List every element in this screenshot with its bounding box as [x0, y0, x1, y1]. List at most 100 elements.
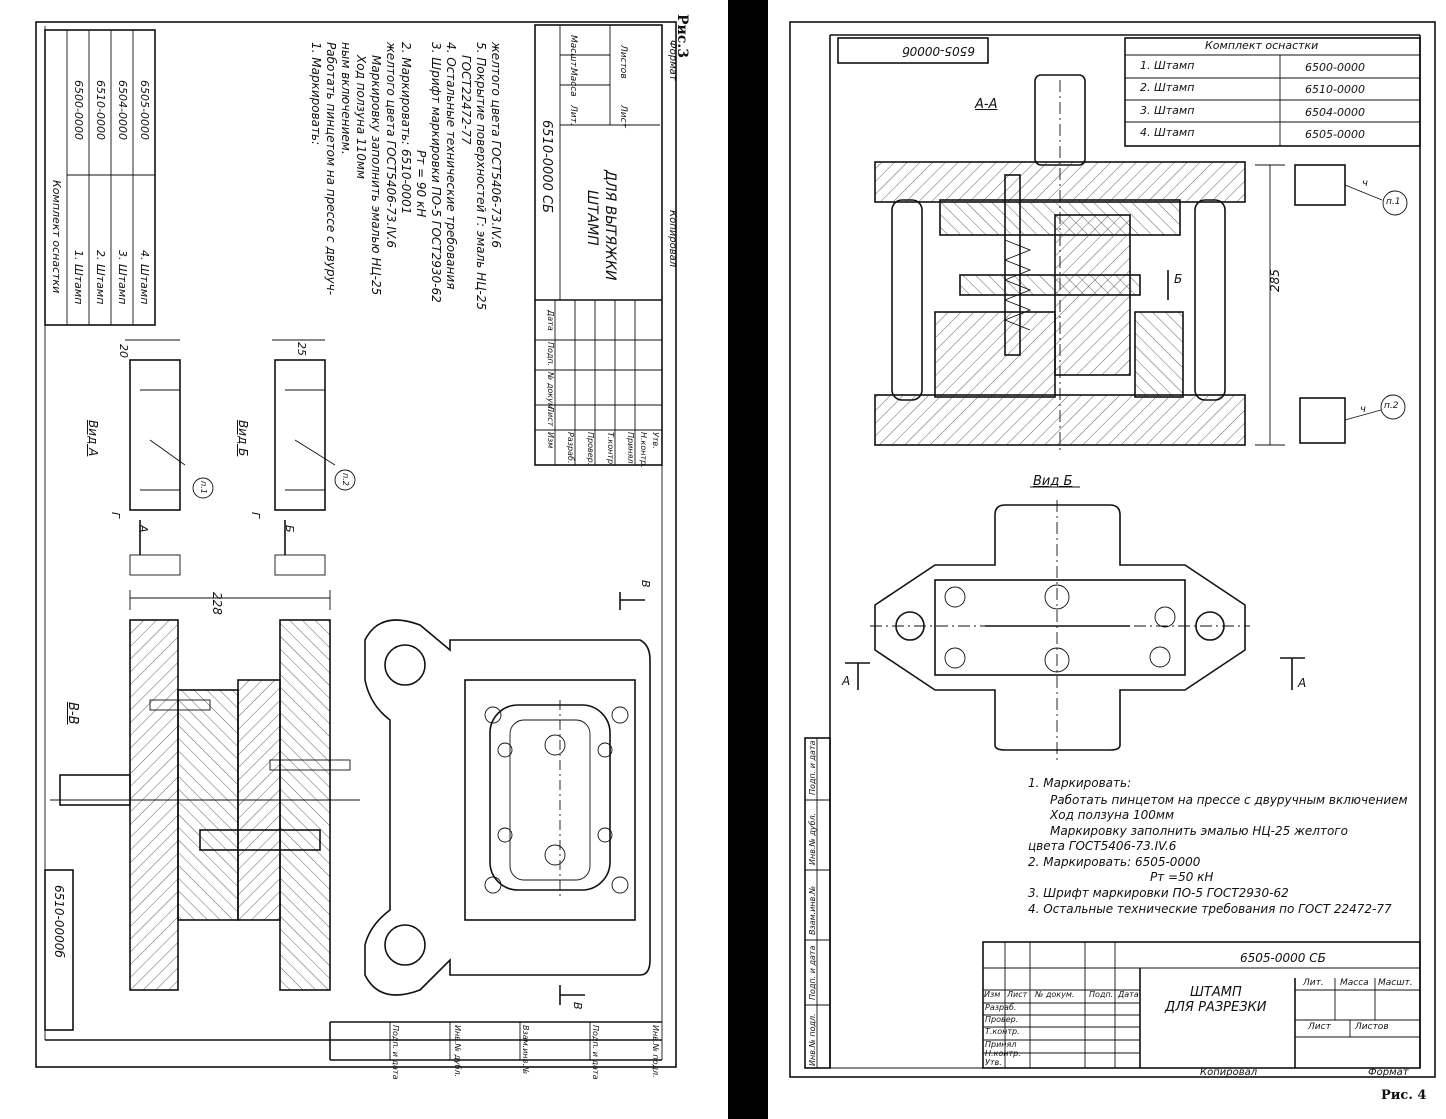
right-side-col-4: Подп. и дата [808, 740, 817, 796]
right-view-b [845, 486, 1305, 760]
left-stamp-row-4: Н.контр. [639, 432, 648, 468]
left-stamp-col-3: Подп. [546, 342, 555, 367]
right-kit-code-3: 6504-0000 [1305, 106, 1365, 119]
left-stamp-row-5: Утв. [651, 432, 660, 449]
left-kit-name-4: 4. Штамп [138, 250, 151, 305]
left-view-a-label: Вид А [86, 420, 100, 457]
right-stamp-col-4: Дата [1118, 990, 1139, 999]
right-kit-code-4: 6505-0000 [1305, 128, 1365, 141]
left-side-col-1: Подп. и дата [591, 1025, 600, 1080]
left-mark-b: Б [283, 525, 296, 533]
right-kit-name-4: 4. Штамп [1140, 126, 1195, 139]
right-stamp-scale: Масшт. [1378, 978, 1413, 988]
right-stamp-row-2: Т.контр. [985, 1027, 1020, 1036]
left-dim-228: 228 [210, 592, 224, 615]
left-stamp-col-2: № докум. [546, 372, 555, 412]
left-stamp-row-0: Разраб. [566, 432, 575, 464]
right-view-b-label: Вид Б [1033, 474, 1073, 489]
left-mark-v-bottom: В [571, 1002, 584, 1010]
left-note-4: Маркировку заполнить эмалью НЦ-25 [369, 55, 383, 296]
right-stamp-row-1: Провер. [985, 1015, 1019, 1024]
right-note-5: 2. Маркировать: 6505-0000 [1028, 855, 1201, 869]
left-side-col-4: Подп. и дата [391, 1025, 400, 1080]
left-stamp-col-4: Дата [546, 310, 555, 331]
left-p2: п.2 [341, 473, 350, 486]
right-kit-name-2: 2. Штамп [1140, 81, 1195, 94]
right-mark-a-left: А [842, 674, 851, 688]
right-stamp-col-0: Изм [984, 990, 1001, 999]
left-note-0: 1. Маркировать: [309, 42, 323, 146]
right-stamp-mass: Масса [1340, 978, 1369, 988]
left-dim-20: 20 [117, 344, 130, 358]
right-kit-code-1: 6500-0000 [1305, 61, 1365, 74]
left-stamp-row-3: Принял [626, 432, 635, 464]
left-title-line2: ДЛЯ ВЫТЯЖКИ [602, 170, 618, 281]
right-figure-label: Рис. 4 [1381, 1088, 1427, 1103]
left-stamp-sheet: Лист [618, 105, 628, 128]
right-stamp-col-2: № докум. [1035, 990, 1075, 999]
left-kit-code-1: 6500-0000 [72, 80, 85, 140]
left-side-col-2: Взам.инв.№ [521, 1025, 530, 1075]
right-note-3: Маркировку заполнить эмалью НЦ-25 желтог… [1050, 824, 1348, 838]
right-note-0: 1. Маркировать: [1028, 776, 1132, 790]
left-kit-name-1: 1. Штамп [72, 250, 85, 305]
left-note-10: ГОСТ22472-77 [459, 55, 473, 145]
left-plan-view [364, 592, 651, 1005]
left-kit-header: Комплект оснастки [50, 180, 63, 294]
left-section-vv [50, 619, 360, 991]
right-stamp-lit: Лит. [1303, 978, 1324, 988]
left-p1: п.1 [199, 481, 208, 494]
right-stamp-row-0: Разраб. [985, 1003, 1017, 1012]
right-tick-1: ч [1362, 178, 1368, 189]
page-spine [728, 0, 768, 1119]
right-side-col-3: Инв.№ дубл. [808, 812, 817, 865]
left-view-b [272, 339, 356, 576]
left-mark-g-b: Г [249, 512, 262, 519]
right-kit-name-3: 3. Штамп [1140, 104, 1195, 117]
right-stamp-row-5: Утв. [985, 1058, 1002, 1067]
right-note-7: 3. Шрифт маркировки ПО-5 ГОСТ2930-62 [1028, 886, 1289, 900]
left-stamp-mass: Масса [568, 68, 578, 97]
right-doc-number: 6505-0000 СБ [1240, 951, 1326, 965]
right-section-aa [874, 74, 1408, 450]
right-kit-code-2: 6510-0000 [1305, 83, 1365, 96]
left-mark-a: А [137, 525, 150, 533]
left-side-col-3: Инв.№ дубл. [453, 1025, 462, 1078]
left-stamp-col-0: Изм [546, 432, 555, 449]
right-stamp-col-1: Лист [1007, 990, 1028, 999]
left-note-5: желтого цвета ГОСТ5406-73.IV.6 [384, 42, 398, 249]
left-kit-code-4: 6505-0000 [138, 80, 151, 140]
right-title-line2: ДЛЯ РАЗРЕЗКИ [1165, 1000, 1267, 1015]
right-side-col-2: Взам.инв.№ [808, 885, 817, 935]
right-note-6: Pт =50 кН [1150, 870, 1214, 884]
left-stamp-doc-number: 6510-0000б [52, 885, 66, 958]
left-stamp-row-2: Т.контр. [606, 432, 615, 467]
left-format: Формат [667, 40, 678, 81]
left-kit-table [44, 29, 156, 326]
left-note-11: 5. Покрытие поверхностей Г: эмаль НЦ-25 [474, 42, 488, 311]
right-section-aa-label: А-А [975, 97, 998, 112]
right-mark-b: Б [1174, 272, 1183, 286]
right-title-block [982, 941, 1421, 1069]
right-stamp-row-3: Принял [985, 1040, 1017, 1049]
right-stamp-row-4: Н.контр. [985, 1049, 1021, 1058]
left-note-7: Pт = 90 кН [414, 150, 428, 218]
left-kopiroval: Копировал [667, 210, 678, 268]
right-p1: п.1 [1386, 197, 1401, 207]
right-kit-header: Комплект оснастки [1205, 39, 1319, 52]
right-tick-2: ч [1360, 404, 1366, 415]
left-kit-code-3: 6504-0000 [116, 80, 129, 140]
right-stamp-sheets: Листов [1355, 1022, 1389, 1032]
right-side-col-0: Инв.№ подл. [808, 1013, 817, 1066]
left-note-12: желтого цвета ГОСТ5406-73.IV.6 [489, 42, 503, 249]
left-dim-25: 25 [295, 342, 308, 356]
left-view-b-label: Вид Б [236, 420, 250, 457]
left-note-3: Ход ползуна 110мм [354, 55, 368, 180]
right-note-8: 4. Остальные технические требования по Г… [1028, 902, 1392, 916]
right-mark-a-right: А [1298, 676, 1307, 690]
left-stamp-lit: Лит. [568, 105, 578, 126]
right-title-line1: ШТАМП [1190, 985, 1242, 1000]
left-side-col-0: Инв.№ подл. [651, 1025, 660, 1078]
left-kit-name-2: 2. Штамп [94, 250, 107, 305]
left-stamp-sheets: Листов [618, 45, 628, 79]
